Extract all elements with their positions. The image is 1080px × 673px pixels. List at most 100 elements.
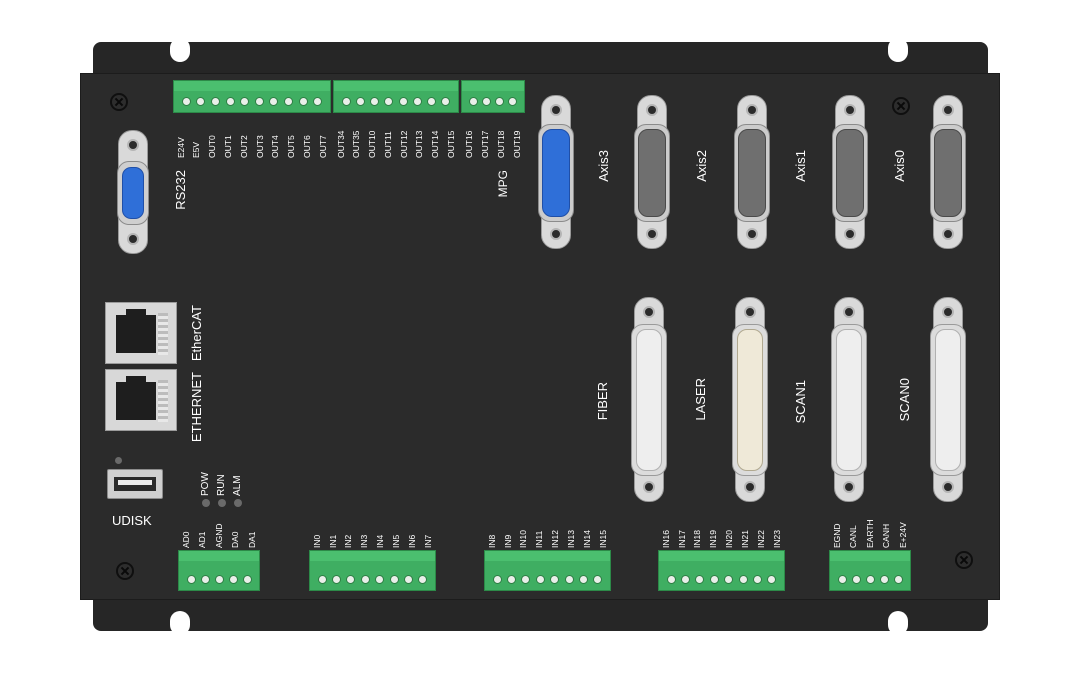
pin-label: OUT7 (317, 135, 328, 158)
pin-label: IN21 (740, 530, 751, 548)
ethernet-label: ETHERNET (189, 372, 204, 443)
pin-label: OUT19 (511, 130, 522, 158)
axis2-connector[interactable] (634, 95, 670, 249)
scan0-connector[interactable] (930, 297, 966, 502)
screw-icon (110, 93, 128, 111)
pin-label: IN0 (311, 534, 322, 548)
pin-label: E+24V (897, 522, 908, 548)
pin-label: OUT35 (351, 130, 362, 158)
terminal-block-in-3[interactable] (658, 550, 785, 591)
pin-label: IN20 (724, 530, 735, 548)
rs232-connector[interactable] (117, 130, 149, 254)
terminal-labels-out-2: OUT34 OUT35 OUT10 OUT11 OUT12 OUT13 OUT1… (333, 118, 459, 158)
pin-label: OUT12 (398, 130, 409, 158)
terminal-block-can-power[interactable] (829, 550, 911, 591)
pin-label: OUT13 (414, 130, 425, 158)
terminal-block-analog[interactable] (178, 550, 260, 591)
pin-label: CANH (881, 523, 892, 548)
pin-label: IN3 (359, 534, 370, 548)
axis1-connector[interactable] (734, 95, 770, 249)
pin-label: OUT18 (495, 130, 506, 158)
axis1-label: Axis1 (793, 150, 808, 182)
pin-label: OUT4 (270, 135, 281, 158)
pin-label: OUT34 (335, 130, 346, 158)
terminal-block-in-1[interactable] (309, 550, 436, 591)
terminal-block-out-1[interactable] (173, 80, 331, 113)
run-label: RUN (216, 474, 227, 496)
pin-label: OUT2 (238, 135, 249, 158)
fiber-label: FIBER (595, 382, 610, 421)
pin-label: AD1 (197, 531, 208, 548)
udisk-usb-port[interactable] (107, 469, 163, 499)
axis-extra-connector[interactable] (930, 95, 966, 249)
scan0-label: SCAN0 (897, 378, 912, 422)
laser-connector[interactable] (732, 297, 768, 502)
pin-label: IN18 (692, 530, 703, 548)
pin-label: IN4 (375, 534, 386, 548)
axis0-connector[interactable] (832, 95, 868, 249)
pin-label: IN23 (771, 530, 782, 548)
pin-label: IN14 (581, 530, 592, 548)
pin-label: IN22 (755, 530, 766, 548)
screw-icon (116, 562, 134, 580)
axis0-label: Axis0 (892, 150, 907, 182)
axis3-connector[interactable] (538, 95, 574, 249)
pin-label: OUT10 (367, 130, 378, 158)
axis3-label: Axis3 (596, 150, 611, 182)
pin-label: OUT17 (479, 130, 490, 158)
pin-label: OUT3 (254, 135, 265, 158)
pin-label: OUT11 (382, 131, 393, 158)
terminal-labels-in-1: IN0 IN1 IN2 IN3 IN4 IN5 IN6 IN7 (309, 518, 436, 548)
terminal-labels-analog: AD0 AD1 AGND DA0 DA1 (178, 518, 260, 548)
fiber-connector[interactable] (631, 297, 667, 502)
pin-label: E24V (175, 137, 186, 158)
terminal-labels-out-3: OUT16 OUT17 OUT18 OUT19 (461, 118, 525, 158)
pin-label: AD0 (180, 531, 191, 548)
scan1-label: SCAN1 (793, 380, 808, 424)
ethercat-label: EtherCAT (189, 305, 204, 362)
laser-label: LASER (693, 378, 708, 421)
pin-label: IN11 (534, 530, 545, 548)
pin-label: IN13 (566, 530, 577, 548)
pin-label: E5V (191, 141, 202, 158)
pin-label: OUT5 (286, 135, 297, 158)
pin-label: DA0 (230, 531, 241, 548)
pin-label: IN19 (708, 530, 719, 548)
ethercat-port[interactable] (105, 302, 177, 364)
terminal-block-in-2[interactable] (484, 550, 611, 591)
pin-label: AGND (213, 523, 224, 548)
pin-label: EARTH (864, 519, 875, 548)
terminal-labels-in-3: IN16 IN17 IN18 IN19 IN20 IN21 IN22 IN23 (658, 518, 785, 548)
usb-indicator-led (115, 457, 122, 464)
pin-label: IN9 (502, 534, 513, 548)
pin-label: EGND (831, 523, 842, 548)
pin-label: IN10 (518, 530, 529, 548)
alm-led (234, 499, 242, 507)
terminal-labels-can-power: EGND CANL EARTH CANH E+24V (829, 514, 911, 548)
ethernet-port[interactable] (105, 369, 177, 431)
pin-label: DA1 (246, 531, 257, 548)
pin-label: OUT6 (302, 135, 313, 158)
mpg-label: MPG (496, 170, 510, 198)
screw-icon (892, 97, 910, 115)
alm-label: ALM (232, 475, 243, 496)
pin-label: OUT15 (445, 130, 456, 158)
pin-label: IN5 (391, 534, 402, 548)
terminal-block-out-2[interactable] (333, 80, 459, 113)
screw-icon (955, 551, 973, 569)
pin-label: OUT0 (207, 135, 218, 158)
axis2-label: Axis2 (694, 150, 709, 182)
terminal-block-out-3[interactable] (461, 80, 525, 113)
pin-label: CANL (848, 525, 859, 548)
pow-led (202, 499, 210, 507)
pin-label: IN7 (422, 534, 433, 548)
scan1-connector[interactable] (831, 297, 867, 502)
pin-label: OUT14 (430, 130, 441, 158)
pin-label: IN15 (597, 530, 608, 548)
run-led (218, 499, 226, 507)
pin-label: IN17 (676, 530, 687, 548)
pin-label: IN1 (327, 534, 338, 548)
rs232-label: RS232 (173, 170, 188, 210)
terminal-labels-in-2: IN8 IN9 IN10 IN11 IN12 IN13 IN14 IN15 (484, 518, 611, 548)
pow-label: POW (200, 472, 211, 496)
